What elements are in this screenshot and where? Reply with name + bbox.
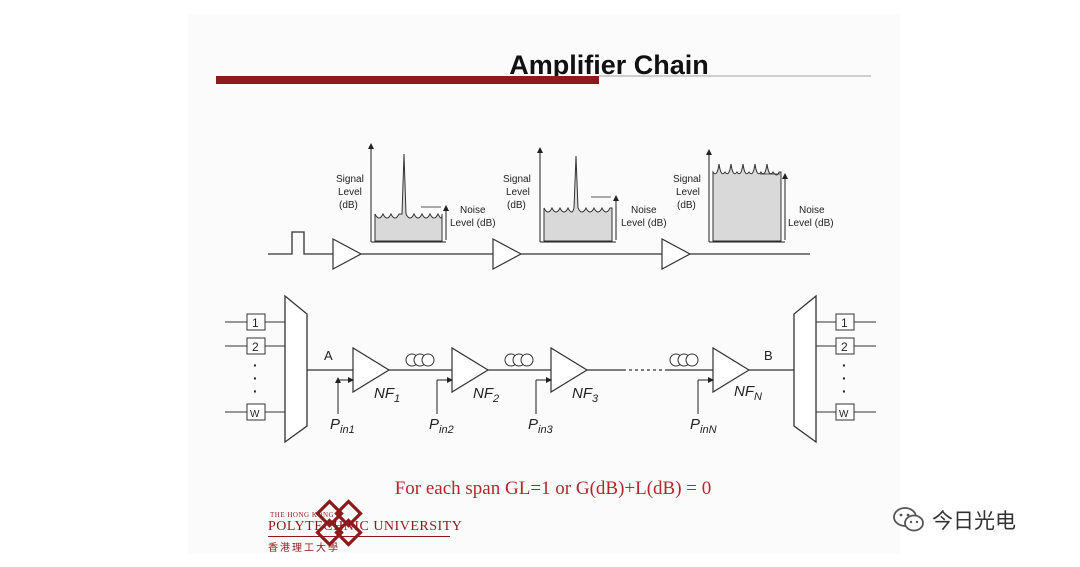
signal-level-label-1a: Signal [336, 174, 364, 185]
chain-amplifier-3 [550, 346, 589, 394]
wechat-icon [893, 507, 924, 532]
pin-label-3: Pin3 [528, 416, 554, 436]
university-chinese-name: 香港理工大學 [268, 543, 340, 554]
mux-port-2-label: 2 [252, 340, 259, 354]
signal-level-label-3b: Level [676, 187, 700, 198]
signal-level-label-3c: (dB) [677, 200, 696, 211]
nf-label-1: NF1 [374, 385, 400, 405]
watermark-text: 今日光电 [932, 509, 1016, 533]
mux-port-w-box [246, 403, 266, 421]
noise-level-label-1a: Noise [460, 205, 486, 216]
polyu-logo-icon [315, 499, 363, 547]
watermark: 今日光电 [892, 505, 1016, 535]
fiber-coil-1 [405, 353, 435, 367]
mux-port-w-label: W [250, 409, 260, 420]
noise-level-label-2b: Level (dB) [621, 218, 667, 229]
university-divider [268, 536, 450, 537]
pin-label-2: Pin2 [429, 416, 454, 436]
spectra-diagram: Signal Level (dB) Noise Level (dB) Signa… [225, 143, 876, 444]
demux-dot-2: · [842, 370, 847, 386]
mux-dot-2: · [253, 370, 258, 386]
spectrum-2 [537, 147, 619, 243]
chain-amplifier-2 [451, 346, 490, 394]
demux-port-2-label: 2 [841, 340, 848, 354]
signal-level-label-1b: Level [338, 187, 362, 198]
university-small-caption: THE HONG KONG [270, 511, 335, 519]
line-amplifier-3 [661, 237, 692, 271]
span-condition-caption: For each span GL=1 or G(dB)+L(dB) = 0 [394, 478, 712, 499]
mux-dot-1: · [253, 357, 258, 373]
nf-label-2: NF2 [473, 385, 499, 405]
input-pulse [268, 231, 333, 255]
pin-label-1: Pin1 [330, 416, 355, 436]
mux-port-1-box [246, 313, 266, 331]
chain-amplifier-n [712, 346, 751, 394]
title-underline-red [216, 76, 599, 84]
signal-level-label-2a: Signal [503, 174, 531, 185]
demux-port-1-box [835, 313, 855, 331]
chain-amplifier-1 [352, 346, 391, 394]
title-underline-grey [599, 75, 871, 77]
demultiplexer [793, 294, 817, 444]
university-name: POLYTECHNIC UNIVERSITY [268, 519, 463, 534]
signal-level-label-2c: (dB) [507, 200, 526, 211]
spectrum-1 [368, 143, 449, 243]
demux-port-2-box [835, 337, 855, 355]
pin-label-n: PinN [690, 416, 717, 436]
noise-level-label-3b: Level (dB) [788, 218, 834, 229]
demux-port-1-label: 1 [841, 316, 848, 330]
line-amplifier-1 [332, 237, 363, 271]
slide: Amplifier Chain [188, 14, 900, 554]
spectrum-3 [706, 149, 788, 243]
noise-level-label-3a: Noise [799, 205, 825, 216]
demux-port-w-box [835, 403, 855, 421]
mux-dot-3: · [253, 383, 258, 399]
fiber-coil-n [669, 353, 699, 367]
mux-port-1-label: 1 [252, 316, 259, 330]
node-a-label: A [324, 348, 333, 363]
wdm-chain: 1 2 W · · · 1 2 W · · · [225, 294, 876, 444]
signal-level-label-3a: Signal [673, 174, 701, 185]
signal-level-label-1c: (dB) [339, 200, 358, 211]
nf-label-n: NFN [734, 383, 762, 403]
signal-level-label-2b: Level [506, 187, 530, 198]
mux-port-2-box [246, 337, 266, 355]
multiplexer [284, 294, 308, 444]
demux-port-w-label: W [839, 409, 849, 420]
line-amplifier-2 [492, 237, 523, 271]
noise-level-label-2a: Noise [631, 205, 657, 216]
nf-label-3: NF3 [572, 385, 599, 405]
node-b-label: B [764, 348, 773, 363]
noise-level-label-1b: Level (dB) [450, 218, 496, 229]
fiber-coil-2 [504, 353, 534, 367]
demux-dot-1: · [842, 357, 847, 373]
demux-dot-3: · [842, 383, 847, 399]
